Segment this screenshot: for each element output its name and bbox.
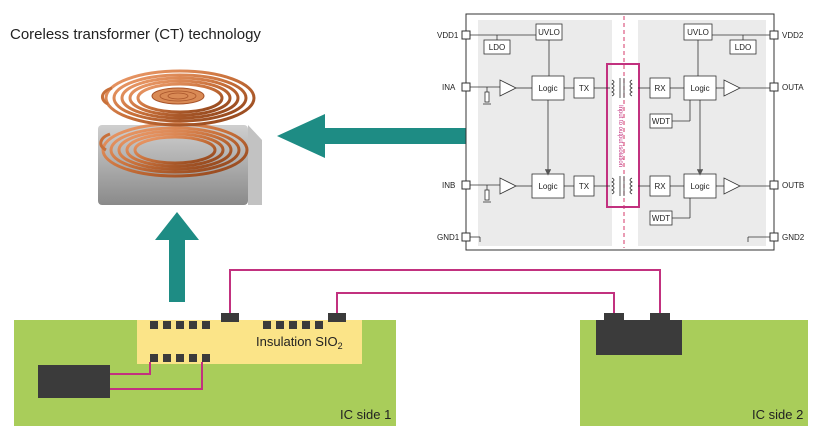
- pin-outb: OUTB: [782, 181, 804, 190]
- diagram-title: Coreless transformer (CT) technology: [10, 26, 261, 43]
- isolation-barrier-box: [606, 63, 640, 208]
- svg-text:WDT: WDT: [652, 214, 670, 223]
- insulation-label: Insulation SIO2: [256, 334, 343, 351]
- pin-vdd2: VDD2: [782, 31, 804, 40]
- pin-gnd1: GND1: [437, 233, 460, 242]
- svg-text:RX: RX: [654, 182, 666, 191]
- svg-text:LDO: LDO: [735, 43, 751, 52]
- ct-coil-symbol-b: [611, 176, 633, 196]
- input-schmitt-b: [499, 177, 517, 195]
- bond-wires: [110, 269, 661, 390]
- svg-text:UVLO: UVLO: [687, 28, 709, 37]
- side2-chip: [596, 313, 682, 355]
- output-side-panel: [638, 20, 766, 246]
- svg-text:Logic: Logic: [690, 182, 709, 191]
- side1-chip: [38, 365, 110, 398]
- svg-text:Logic: Logic: [690, 84, 709, 93]
- ic-side2-label: IC side 2: [752, 407, 803, 422]
- ic-cross-section: Insulation SIO2 IC side 1 IC side 2: [14, 269, 808, 426]
- svg-text:Logic: Logic: [538, 182, 557, 191]
- input-side-panel: [478, 20, 612, 246]
- insulation-layer: [137, 320, 362, 364]
- ic-side1-label: IC side 1: [340, 407, 391, 422]
- pin-vdd1: VDD1: [437, 31, 459, 40]
- isolation-label: Input to output isolation: [617, 105, 623, 167]
- svg-text:WDT: WDT: [652, 117, 670, 126]
- pin-outa: OUTA: [782, 83, 804, 92]
- pin-inb: INB: [442, 181, 455, 190]
- svg-text:LDO: LDO: [489, 43, 505, 52]
- svg-text:TX: TX: [579, 84, 590, 93]
- coil-center-disc: [151, 87, 205, 105]
- svg-text:RX: RX: [654, 84, 666, 93]
- insulation-bottom-pads: [150, 354, 210, 362]
- ct-coil-symbol-a: [611, 78, 633, 98]
- pin-gnd2: GND2: [782, 233, 805, 242]
- arrow-up-teal: [155, 212, 199, 302]
- svg-text:Logic: Logic: [538, 84, 557, 93]
- svg-text:UVLO: UVLO: [538, 28, 560, 37]
- input-schmitt-a: [499, 79, 517, 97]
- upper-coil: [104, 69, 256, 127]
- insulation-top-pads: [150, 313, 346, 329]
- transformer-illustration: [98, 69, 262, 205]
- svg-text:TX: TX: [579, 182, 590, 191]
- gate-driver-schematic: Input to output isolation VDD1 INA INB G…: [437, 13, 805, 251]
- pin-ina: INA: [442, 83, 456, 92]
- arrow-left-teal: [277, 114, 586, 158]
